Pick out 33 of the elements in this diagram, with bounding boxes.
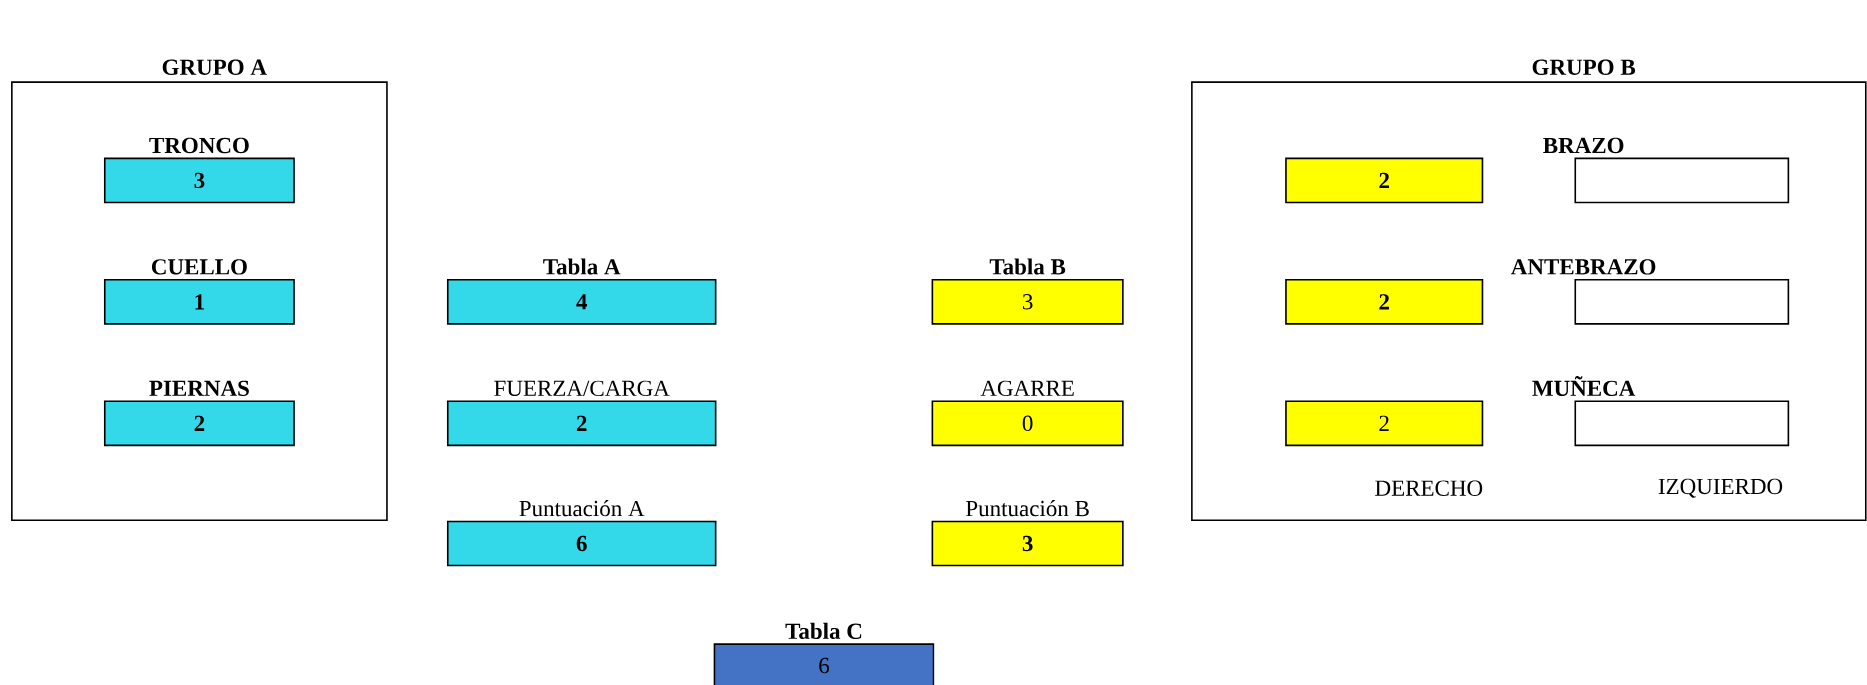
score-box: 2 [1285,278,1484,325]
box-heading: Tabla B [989,258,1066,275]
box-heading: MUÑECA [1532,376,1636,397]
box-heading: PIERNAS [149,380,249,397]
score-box: 1 [103,278,295,325]
box-heading: Tabla A [543,258,621,275]
empty-box [1574,157,1790,204]
box-heading: BRAZO [1543,137,1624,154]
group-heading: GRUPO A [162,59,267,75]
score-box: 4 [446,278,717,325]
score-box: 6 [713,643,935,685]
column-label: DERECHO [1375,480,1483,496]
score-box: 2 [103,400,295,447]
group-heading: GRUPO B [1532,59,1636,75]
box-heading: Tabla C [785,622,862,639]
score-box: 3 [931,520,1124,567]
box-heading: CUELLO [151,259,247,275]
empty-box [1574,278,1790,325]
empty-box [1574,400,1790,447]
box-heading: Puntuación A [519,500,645,517]
box-heading: AGARRE [980,380,1074,397]
score-box: 6 [446,520,717,567]
score-box: 2 [1285,400,1484,447]
score-box: 0 [931,400,1124,447]
score-box: 2 [1285,157,1484,204]
box-heading: ANTEBRAZO [1511,259,1656,275]
score-box: 3 [931,278,1124,325]
column-label: IZQUIERDO [1658,478,1783,498]
score-box: 2 [446,400,717,447]
box-heading: FUERZA/CARGA [494,380,670,397]
box-heading: TRONCO [149,137,249,154]
box-heading: Puntuación B [966,500,1089,517]
score-box: 3 [103,157,295,204]
